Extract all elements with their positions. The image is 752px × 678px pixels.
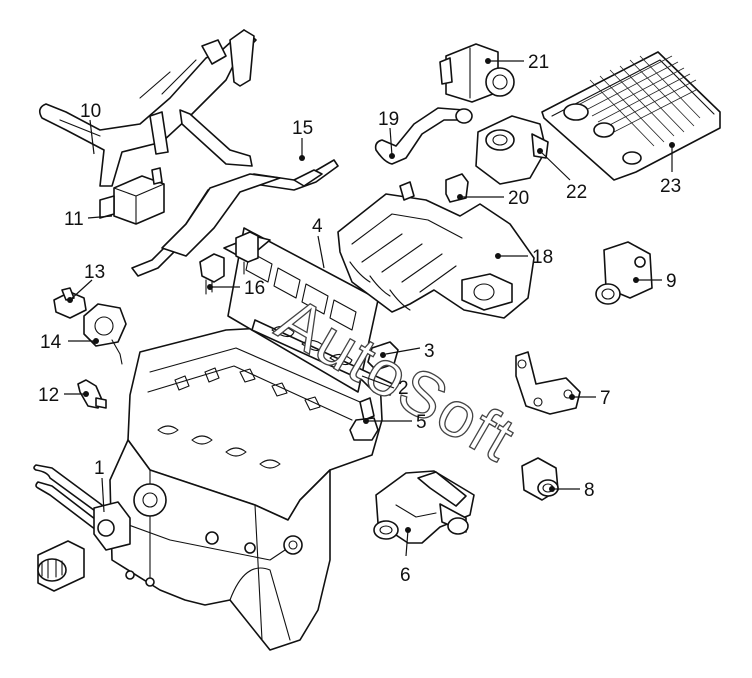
part-11-solenoid-valve xyxy=(99,167,165,225)
part-8-coolant-fitting xyxy=(521,457,559,501)
callout-6: 6 xyxy=(400,565,411,586)
part-1-coolant-pipe xyxy=(33,464,131,551)
callout-2: 2 xyxy=(398,378,409,399)
part-15-fuel-rail xyxy=(131,155,339,277)
callout-5: 5 xyxy=(416,412,427,433)
callout-14: 14 xyxy=(40,332,62,353)
part-10-hose-assembly xyxy=(38,29,257,187)
part-22-throttle-housing xyxy=(475,115,549,185)
engine-block-part xyxy=(37,327,383,651)
callout-13: 13 xyxy=(84,262,105,283)
callout-15: 15 xyxy=(292,118,313,139)
part-19-breather-hose xyxy=(374,107,473,165)
part-7-mounting-bracket xyxy=(515,351,581,415)
part-20-bracket xyxy=(445,173,469,203)
part-21-throttle-body xyxy=(439,43,515,103)
callout-labels: 1 2 3 4 5 6 7 8 9 10 11 12 13 14 15 16 1… xyxy=(38,52,681,586)
callout-22: 22 xyxy=(566,182,587,203)
callout-12: 12 xyxy=(38,385,59,406)
part-2-4-manifold-gaskets xyxy=(227,227,396,396)
leader-lines xyxy=(64,60,673,557)
part-14-actuator xyxy=(83,303,127,365)
part-5-sensor xyxy=(349,397,379,441)
part-18-intake-manifold xyxy=(337,181,535,319)
callout-9: 9 xyxy=(666,271,677,292)
callout-21: 21 xyxy=(528,52,549,73)
callout-3: 3 xyxy=(424,341,435,362)
callout-11: 11 xyxy=(64,209,84,230)
callout-8: 8 xyxy=(584,480,595,501)
callout-23: 23 xyxy=(660,176,681,197)
callout-7: 7 xyxy=(600,388,611,409)
callout-20: 20 xyxy=(508,188,529,209)
callout-4: 4 xyxy=(312,216,323,237)
callout-10: 10 xyxy=(80,101,101,122)
callout-18: 18 xyxy=(532,247,553,268)
callout-16: 16 xyxy=(244,278,265,299)
part-3-sensor xyxy=(367,341,399,371)
part-23-engine-cover xyxy=(541,51,721,181)
callout-1: 1 xyxy=(94,458,105,479)
callout-19: 19 xyxy=(378,109,399,130)
part-13-sensor xyxy=(53,287,87,319)
part-9-valve-housing xyxy=(595,241,653,305)
part-16-injector-assembly xyxy=(199,231,271,295)
part-6-thermostat-housing xyxy=(373,470,475,544)
